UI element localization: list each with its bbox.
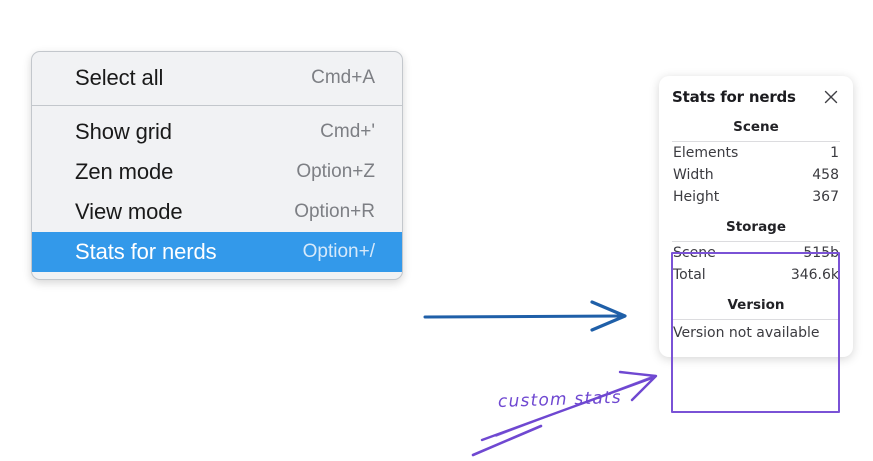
- menu-item-select-all[interactable]: Select all Cmd+A: [32, 58, 402, 98]
- menu-item-label: View mode: [75, 198, 183, 224]
- stats-row-value: 367: [812, 189, 839, 205]
- stats-row-storage-total: Total 346.6k: [671, 264, 841, 286]
- menu-item-shortcut: Option+R: [294, 200, 375, 222]
- menu-item-shortcut: Option+/: [302, 240, 375, 262]
- menu-separator: [32, 105, 402, 106]
- stats-row-value: 1: [830, 145, 839, 161]
- stats-panel-title: Stats for nerds: [672, 88, 796, 106]
- stats-row-version-value: Version not available: [673, 325, 820, 341]
- menu-item-label: Zen mode: [75, 158, 174, 184]
- section-title-storage: Storage: [725, 219, 787, 235]
- stats-row-key: Height: [673, 189, 720, 205]
- stats-row-key: Elements: [673, 145, 739, 161]
- section-rule: [672, 319, 840, 320]
- section-title-version: Version: [727, 297, 785, 313]
- stats-panel-header: Stats for nerds: [671, 86, 841, 108]
- menu-item-label: Select all: [75, 64, 164, 90]
- blue-arrow-annotation: [423, 300, 627, 332]
- stats-row-value: 515b: [803, 245, 839, 261]
- stats-row-key: Scene: [673, 245, 716, 261]
- stats-row-width: Width 458: [671, 164, 841, 186]
- menu-item-show-grid[interactable]: Show grid Cmd+': [32, 112, 402, 152]
- custom-stats-annotation-label: custom stats: [497, 387, 623, 412]
- menu-group-1: Select all Cmd+A: [32, 58, 402, 98]
- menu-item-stats-for-nerds[interactable]: Stats for nerds Option+/: [32, 232, 402, 272]
- menu-item-zen-mode[interactable]: Zen mode Option+Z: [32, 152, 402, 192]
- stats-for-nerds-panel: Stats for nerds Scene Elements 1 Width 4…: [659, 76, 853, 357]
- section-title-scene: Scene: [733, 119, 779, 135]
- stats-row-storage-scene: Scene 515b: [671, 242, 841, 264]
- menu-item-shortcut: Cmd+A: [311, 66, 375, 88]
- menu-group-2: Show grid Cmd+' Zen mode Option+Z View m…: [32, 112, 402, 272]
- close-icon[interactable]: [822, 89, 839, 106]
- stats-row-key: Total: [673, 267, 706, 283]
- stats-row-value: 346.6k: [790, 267, 839, 283]
- menu-item-view-mode[interactable]: View mode Option+R: [32, 192, 402, 232]
- stats-row-key: Width: [673, 167, 714, 183]
- menu-item-shortcut: Option+Z: [296, 160, 375, 182]
- menu-item-label: Show grid: [75, 118, 172, 144]
- section-rule: [672, 141, 840, 142]
- stats-row-elements: Elements 1: [671, 142, 841, 164]
- menu-item-label: Stats for nerds: [75, 238, 217, 264]
- stats-row-value: 458: [812, 167, 839, 183]
- stats-row-height: Height 367: [671, 186, 841, 208]
- menu-item-shortcut: Cmd+': [320, 120, 375, 142]
- context-menu: Select all Cmd+A Show grid Cmd+' Zen mod…: [31, 51, 403, 280]
- section-rule: [672, 241, 840, 242]
